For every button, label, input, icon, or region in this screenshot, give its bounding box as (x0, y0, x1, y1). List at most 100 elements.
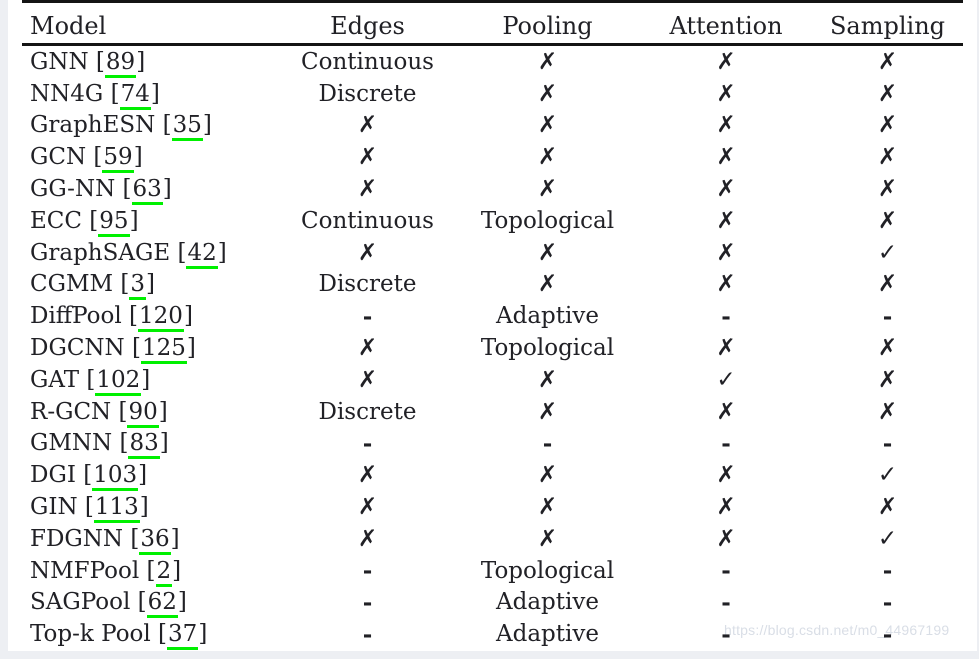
citation-link[interactable]: 120 (138, 303, 184, 333)
model-name: CGMM (30, 271, 114, 298)
column-header-model: Model (22, 1, 280, 46)
citation-link[interactable]: 90 (127, 398, 159, 428)
sampling-cell: ✗ (877, 144, 898, 171)
attention-cell: - (721, 588, 731, 616)
edges-cell: ✗ (357, 112, 378, 139)
citation-link[interactable]: 103 (92, 462, 139, 492)
column-header-attention: Attention (640, 1, 812, 46)
table-row: NMFPool [2]-Topological-- (22, 555, 963, 587)
table-row: Top-k Pool [37]-Adaptive-- (22, 618, 963, 651)
attention-cell: ✓ (716, 366, 736, 393)
model-name: ECC (30, 207, 82, 234)
citation-link[interactable]: 42 (186, 239, 218, 269)
attention-cell: ✗ (716, 271, 736, 298)
table-row: GMNN [83]---- (22, 428, 963, 460)
sampling-cell: ✗ (877, 48, 898, 75)
table-row: CGMM [3]Discrete✗✗✗ (22, 269, 963, 301)
table-row: GAT [102]✗✗✓✗ (22, 364, 963, 396)
table-row: DGCNN [125]✗Topological✗✗ (22, 332, 963, 365)
table-row: GraphESN [35]✗✗✗✗ (22, 110, 963, 142)
citation-link[interactable]: 3 (129, 271, 147, 301)
model-cell: GIN [113] (22, 491, 280, 524)
sampling-cell: ✗ (877, 80, 898, 107)
header-row: Model Edges Pooling Attention Sampling (22, 1, 963, 46)
citation-link[interactable]: 83 (128, 430, 160, 460)
citation-link[interactable]: 89 (104, 48, 137, 78)
edges-cell: - (362, 620, 373, 648)
sampling-cell: - (882, 588, 893, 616)
citation-link[interactable]: 125 (140, 335, 187, 365)
model-cell: GG-NN [63] (22, 173, 280, 206)
citation-link[interactable]: 35 (171, 112, 203, 142)
citation-link[interactable]: 113 (93, 494, 140, 524)
pooling-cell: Adaptive (496, 589, 599, 616)
model-name: GCN (30, 144, 87, 171)
pooling-cell: ✗ (537, 271, 558, 298)
edges-cell: - (362, 429, 373, 457)
model-comparison-table: Model Edges Pooling Attention Sampling G… (22, 0, 963, 651)
attention-cell: ✗ (716, 462, 736, 489)
pooling-cell: ✗ (537, 144, 558, 171)
edges-cell: - (362, 302, 373, 330)
edges-cell: ✗ (357, 176, 378, 203)
model-name: Top-k Pool (30, 621, 151, 648)
table-row: GNN [89]Continuous✗✗✗ (22, 45, 963, 78)
citation-link[interactable]: 63 (131, 176, 163, 206)
model-cell: DGI [103] (22, 459, 280, 492)
attention-cell: ✗ (716, 207, 736, 234)
model-cell: NMFPool [2] (22, 555, 280, 587)
model-cell: FDGNN [36] (22, 523, 280, 555)
model-name: GraphSAGE (30, 239, 171, 266)
table-row: GG-NN [63]✗✗✗✗ (22, 173, 963, 206)
pooling-cell: Topological (480, 207, 615, 234)
model-cell: DiffPool [120] (22, 300, 280, 333)
model-cell: ECC [95] (22, 205, 280, 237)
citation-link[interactable]: 74 (119, 80, 151, 110)
citation-link[interactable]: 62 (146, 589, 178, 619)
table-row: DGI [103]✗✗✗✓ (22, 459, 963, 492)
model-cell: SAGPool [62] (22, 587, 280, 619)
attention-cell: ✗ (716, 335, 736, 362)
model-cell: GCN [59] (22, 141, 280, 174)
model-name: SAGPool (30, 589, 131, 616)
model-name: NN4G (30, 80, 104, 107)
citation-link[interactable]: 95 (98, 207, 130, 237)
sampling-cell: ✗ (877, 207, 898, 234)
edges-cell: Continuous (301, 48, 434, 75)
attention-cell: ✗ (716, 239, 736, 266)
sampling-cell: - (882, 302, 893, 330)
pooling-cell: ✗ (537, 48, 558, 75)
attention-cell: ✗ (716, 112, 736, 139)
model-cell: Top-k Pool [37] (22, 618, 280, 651)
model-name: GAT (30, 366, 80, 393)
citation-link[interactable]: 102 (95, 366, 142, 396)
edges-cell: ✗ (357, 525, 378, 552)
sampling-cell: - (882, 429, 893, 457)
attention-cell: - (721, 557, 731, 585)
model-name: NMFPool (30, 557, 140, 584)
watermark: https://blog.csdn.net/m0_44967199 (724, 622, 950, 638)
pooling-cell: ✗ (537, 525, 558, 552)
pooling-cell: - (542, 429, 553, 457)
attention-cell: ✗ (716, 494, 736, 521)
table-header: Model Edges Pooling Attention Sampling (22, 1, 963, 46)
citation-link[interactable]: 36 (139, 525, 171, 555)
pooling-cell: ✗ (537, 494, 558, 521)
attention-cell: - (721, 302, 731, 330)
citation-link[interactable]: 2 (155, 557, 173, 587)
edges-cell: Discrete (318, 398, 417, 425)
pooling-cell: Adaptive (496, 621, 599, 648)
model-name: GraphESN (30, 112, 156, 139)
sampling-cell: - (882, 557, 893, 585)
sampling-cell: ✓ (877, 462, 898, 489)
citation-link[interactable]: 59 (102, 144, 134, 174)
citation-link[interactable]: 37 (167, 621, 199, 651)
edges-cell: Discrete (318, 80, 417, 107)
model-cell: GraphSAGE [42] (22, 237, 280, 269)
edges-cell: ✗ (357, 335, 378, 362)
model-name: FDGNN (30, 525, 124, 552)
table-row: R-GCN [90]Discrete✗✗✗ (22, 396, 963, 428)
sampling-cell: ✓ (877, 525, 898, 552)
table-row: GraphSAGE [42]✗✗✗✓ (22, 237, 963, 269)
